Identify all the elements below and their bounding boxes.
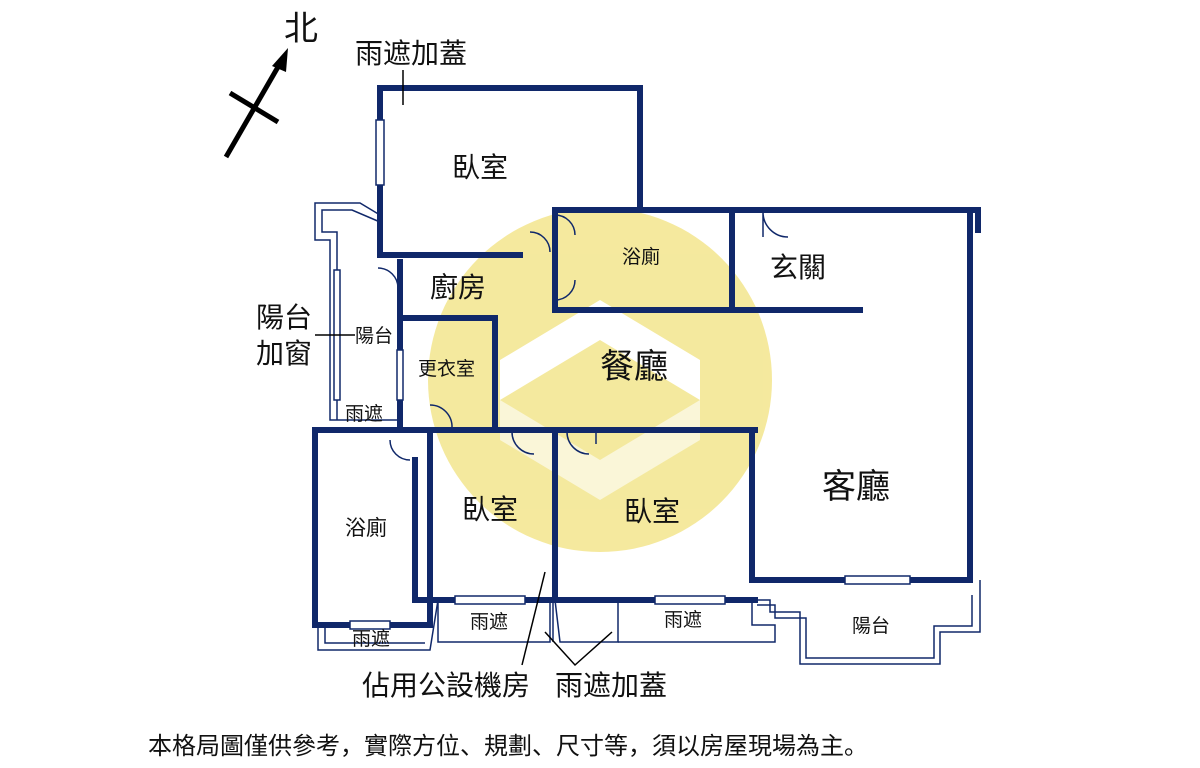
watermark-logo [428, 208, 772, 552]
label-rain-cover-bottom-left: 雨遮 [352, 628, 391, 650]
label-rain-cover-addition-top: 雨遮加蓋 [355, 37, 468, 70]
label-dressing-room: 更衣室 [418, 358, 476, 380]
leader-lines [315, 70, 613, 667]
label-rain-cover-bottom-mid: 雨遮 [470, 611, 509, 633]
door-swings [377, 211, 789, 461]
label-bathroom-bottom: 浴廁 [345, 516, 387, 540]
label-balcony-window-1: 陽台 [256, 301, 313, 334]
label-balcony-bottom: 陽台 [852, 615, 891, 637]
label-entrance: 玄關 [770, 251, 827, 284]
label-balcony-left: 陽台 [355, 325, 394, 347]
label-bedroom-right: 臥室 [624, 495, 681, 528]
balcony-outlines [314, 202, 981, 665]
north-label: 北 [284, 9, 318, 49]
label-public-equipment-room: 佔用公設機房 [362, 669, 531, 702]
label-bedroom-top: 臥室 [452, 151, 509, 184]
label-bedroom-middle: 臥室 [462, 493, 519, 526]
north-arrow-icon [223, 48, 288, 159]
label-rain-cover-bottom-right: 雨遮 [664, 609, 703, 631]
label-bathroom-top: 浴廁 [622, 246, 661, 268]
windows [333, 119, 911, 630]
label-living-room: 客廳 [822, 467, 890, 507]
label-rain-cover-left: 雨遮 [345, 403, 384, 425]
label-kitchen: 廚房 [430, 271, 487, 304]
disclaimer: 本格局圖僅供參考，實際方位、規劃、尺寸等，須以房屋現場為主。 [148, 732, 868, 760]
label-balcony-window-2: 加窗 [256, 337, 313, 370]
label-rain-cover-addition-bottom: 雨遮加蓋 [555, 669, 668, 702]
label-dining-room: 餐廳 [600, 347, 668, 387]
